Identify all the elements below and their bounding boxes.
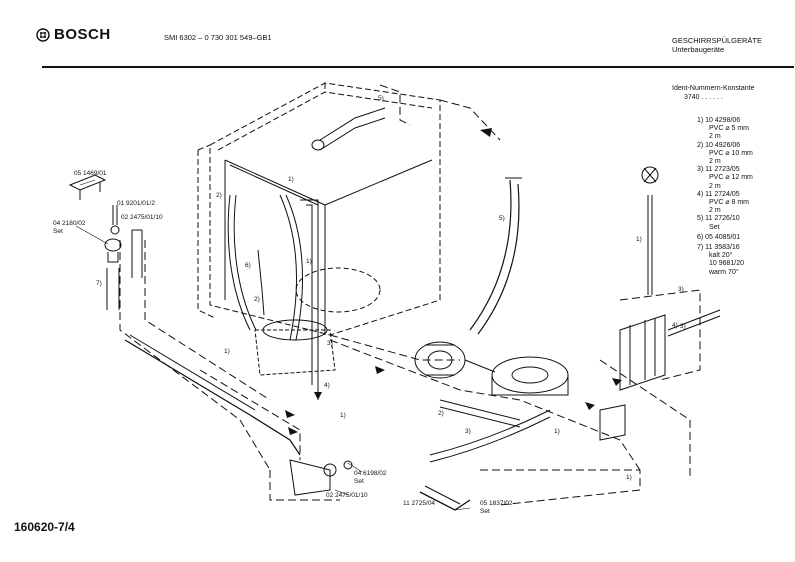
callout: 3) bbox=[680, 323, 686, 330]
upper-spray-pipe bbox=[319, 107, 386, 151]
internal-hoses bbox=[227, 194, 319, 385]
legend-line: 4) 11 2724/05 bbox=[697, 190, 740, 198]
ident-label: Ident-Nummern-Konstante bbox=[672, 85, 755, 92]
callout: 1) bbox=[340, 412, 346, 419]
callout: 2) bbox=[254, 296, 260, 303]
subcategory: Unterbaugeräte bbox=[672, 45, 725, 54]
callout: 3) bbox=[678, 286, 684, 293]
part-label: 11 2725/04 bbox=[403, 500, 436, 507]
legend-line: 2 m bbox=[709, 158, 721, 166]
legend-line: 2 m bbox=[709, 133, 721, 141]
callout: 1) bbox=[224, 348, 230, 355]
part-label: 05 1469/01 bbox=[74, 170, 107, 177]
legend-line: PVC ⌀ 12 mm bbox=[709, 174, 753, 182]
hose-2 bbox=[439, 399, 521, 428]
callout: 4) bbox=[324, 382, 330, 389]
page-id: 160620-7/4 bbox=[14, 520, 75, 534]
legend-line: warm 70° bbox=[709, 268, 739, 276]
callout: 6) bbox=[245, 262, 251, 269]
hose-3 bbox=[429, 409, 551, 463]
header-divider bbox=[42, 66, 794, 68]
part-label: 05 1837/02 bbox=[480, 500, 513, 507]
sump-outline bbox=[254, 329, 336, 376]
category: GESCHIRRSPÜLGERÄTE bbox=[672, 36, 763, 45]
callout: 3) bbox=[465, 428, 471, 435]
control-valve-block bbox=[599, 309, 721, 441]
part-label: 02 2475/01/10 bbox=[326, 492, 368, 499]
doc-code: SMI 6302 – 0 730 301 549–GB1 bbox=[164, 33, 272, 42]
part-label: Set bbox=[53, 228, 63, 235]
legend-line: 7) 11 3583/16 bbox=[697, 244, 740, 252]
legend-line: 3) 11 2723/05 bbox=[697, 166, 740, 174]
hose-5 bbox=[469, 179, 512, 331]
callout: 1) bbox=[554, 428, 560, 435]
hose-7-right bbox=[131, 230, 143, 278]
callout: 7) bbox=[96, 280, 102, 287]
tub-outline bbox=[197, 82, 441, 336]
legend-line: 2) 10 4926/06 bbox=[697, 141, 741, 149]
base-frame-outline bbox=[119, 84, 701, 506]
callout: 5) bbox=[499, 215, 505, 222]
legend-line: Set bbox=[709, 223, 720, 231]
legend-line: 1) 10 4298/06 bbox=[697, 117, 741, 124]
bottom-connector bbox=[289, 459, 331, 496]
legend-line: 2 m bbox=[709, 182, 721, 190]
callout: 1) bbox=[306, 258, 312, 265]
part-label: Set bbox=[354, 478, 364, 485]
part-label: 04 6198/02 bbox=[354, 470, 387, 477]
callout: 1) bbox=[288, 176, 294, 183]
legend-line: PVC ⌀ 5 mm bbox=[709, 125, 749, 133]
part-label: 04 2180/02 bbox=[53, 220, 86, 227]
hose-7-left bbox=[106, 268, 120, 310]
callout: 1) bbox=[626, 474, 632, 481]
callout: 3) bbox=[327, 340, 333, 347]
callout: 5) bbox=[378, 95, 384, 102]
tub-front bbox=[224, 159, 433, 335]
callout: 2) bbox=[438, 410, 444, 417]
brand-name: BOSCH bbox=[54, 26, 111, 43]
hinge-bracket bbox=[68, 174, 107, 200]
float-rod bbox=[647, 195, 653, 295]
spray-arm-outline bbox=[295, 267, 381, 313]
callout: 1) bbox=[636, 236, 642, 243]
ident-block: Ident-Nummern-Konstante 3740 . . . . . . bbox=[672, 85, 754, 102]
legend-line: 2 m bbox=[709, 207, 721, 215]
legend-line: kalt 20° bbox=[709, 252, 733, 260]
legend-line: 6) 05 4085/01 bbox=[697, 233, 741, 241]
inlet-hose bbox=[124, 339, 301, 456]
part-label: 01 9201/01/2 bbox=[117, 200, 155, 207]
legend-line: PVC ⌀ 10 mm bbox=[709, 149, 753, 157]
bosch-logo-icon bbox=[36, 28, 50, 42]
legend-line: 10 9681/20 bbox=[709, 260, 745, 268]
screw bbox=[112, 205, 118, 225]
callout: 4) bbox=[672, 322, 678, 329]
callout: 2) bbox=[216, 192, 222, 199]
washer bbox=[104, 238, 122, 252]
pump-assembly bbox=[414, 341, 569, 396]
legend-line: 5) 11 2726/10 bbox=[697, 215, 740, 223]
header-category: GESCHIRRSPÜLGERÄTE Unterbaugeräte bbox=[672, 36, 762, 54]
legend-line: PVC ⌀ 8 mm bbox=[709, 199, 749, 207]
ident-value: 3740 . . . . . . bbox=[684, 93, 723, 101]
part-label: 02 2475/01/10 bbox=[121, 214, 163, 221]
part-label: Set bbox=[480, 508, 490, 515]
parts-legend: 1) 10 4298/06 PVC ⌀ 5 mm 2 m 2) 10 4926/… bbox=[697, 117, 753, 277]
